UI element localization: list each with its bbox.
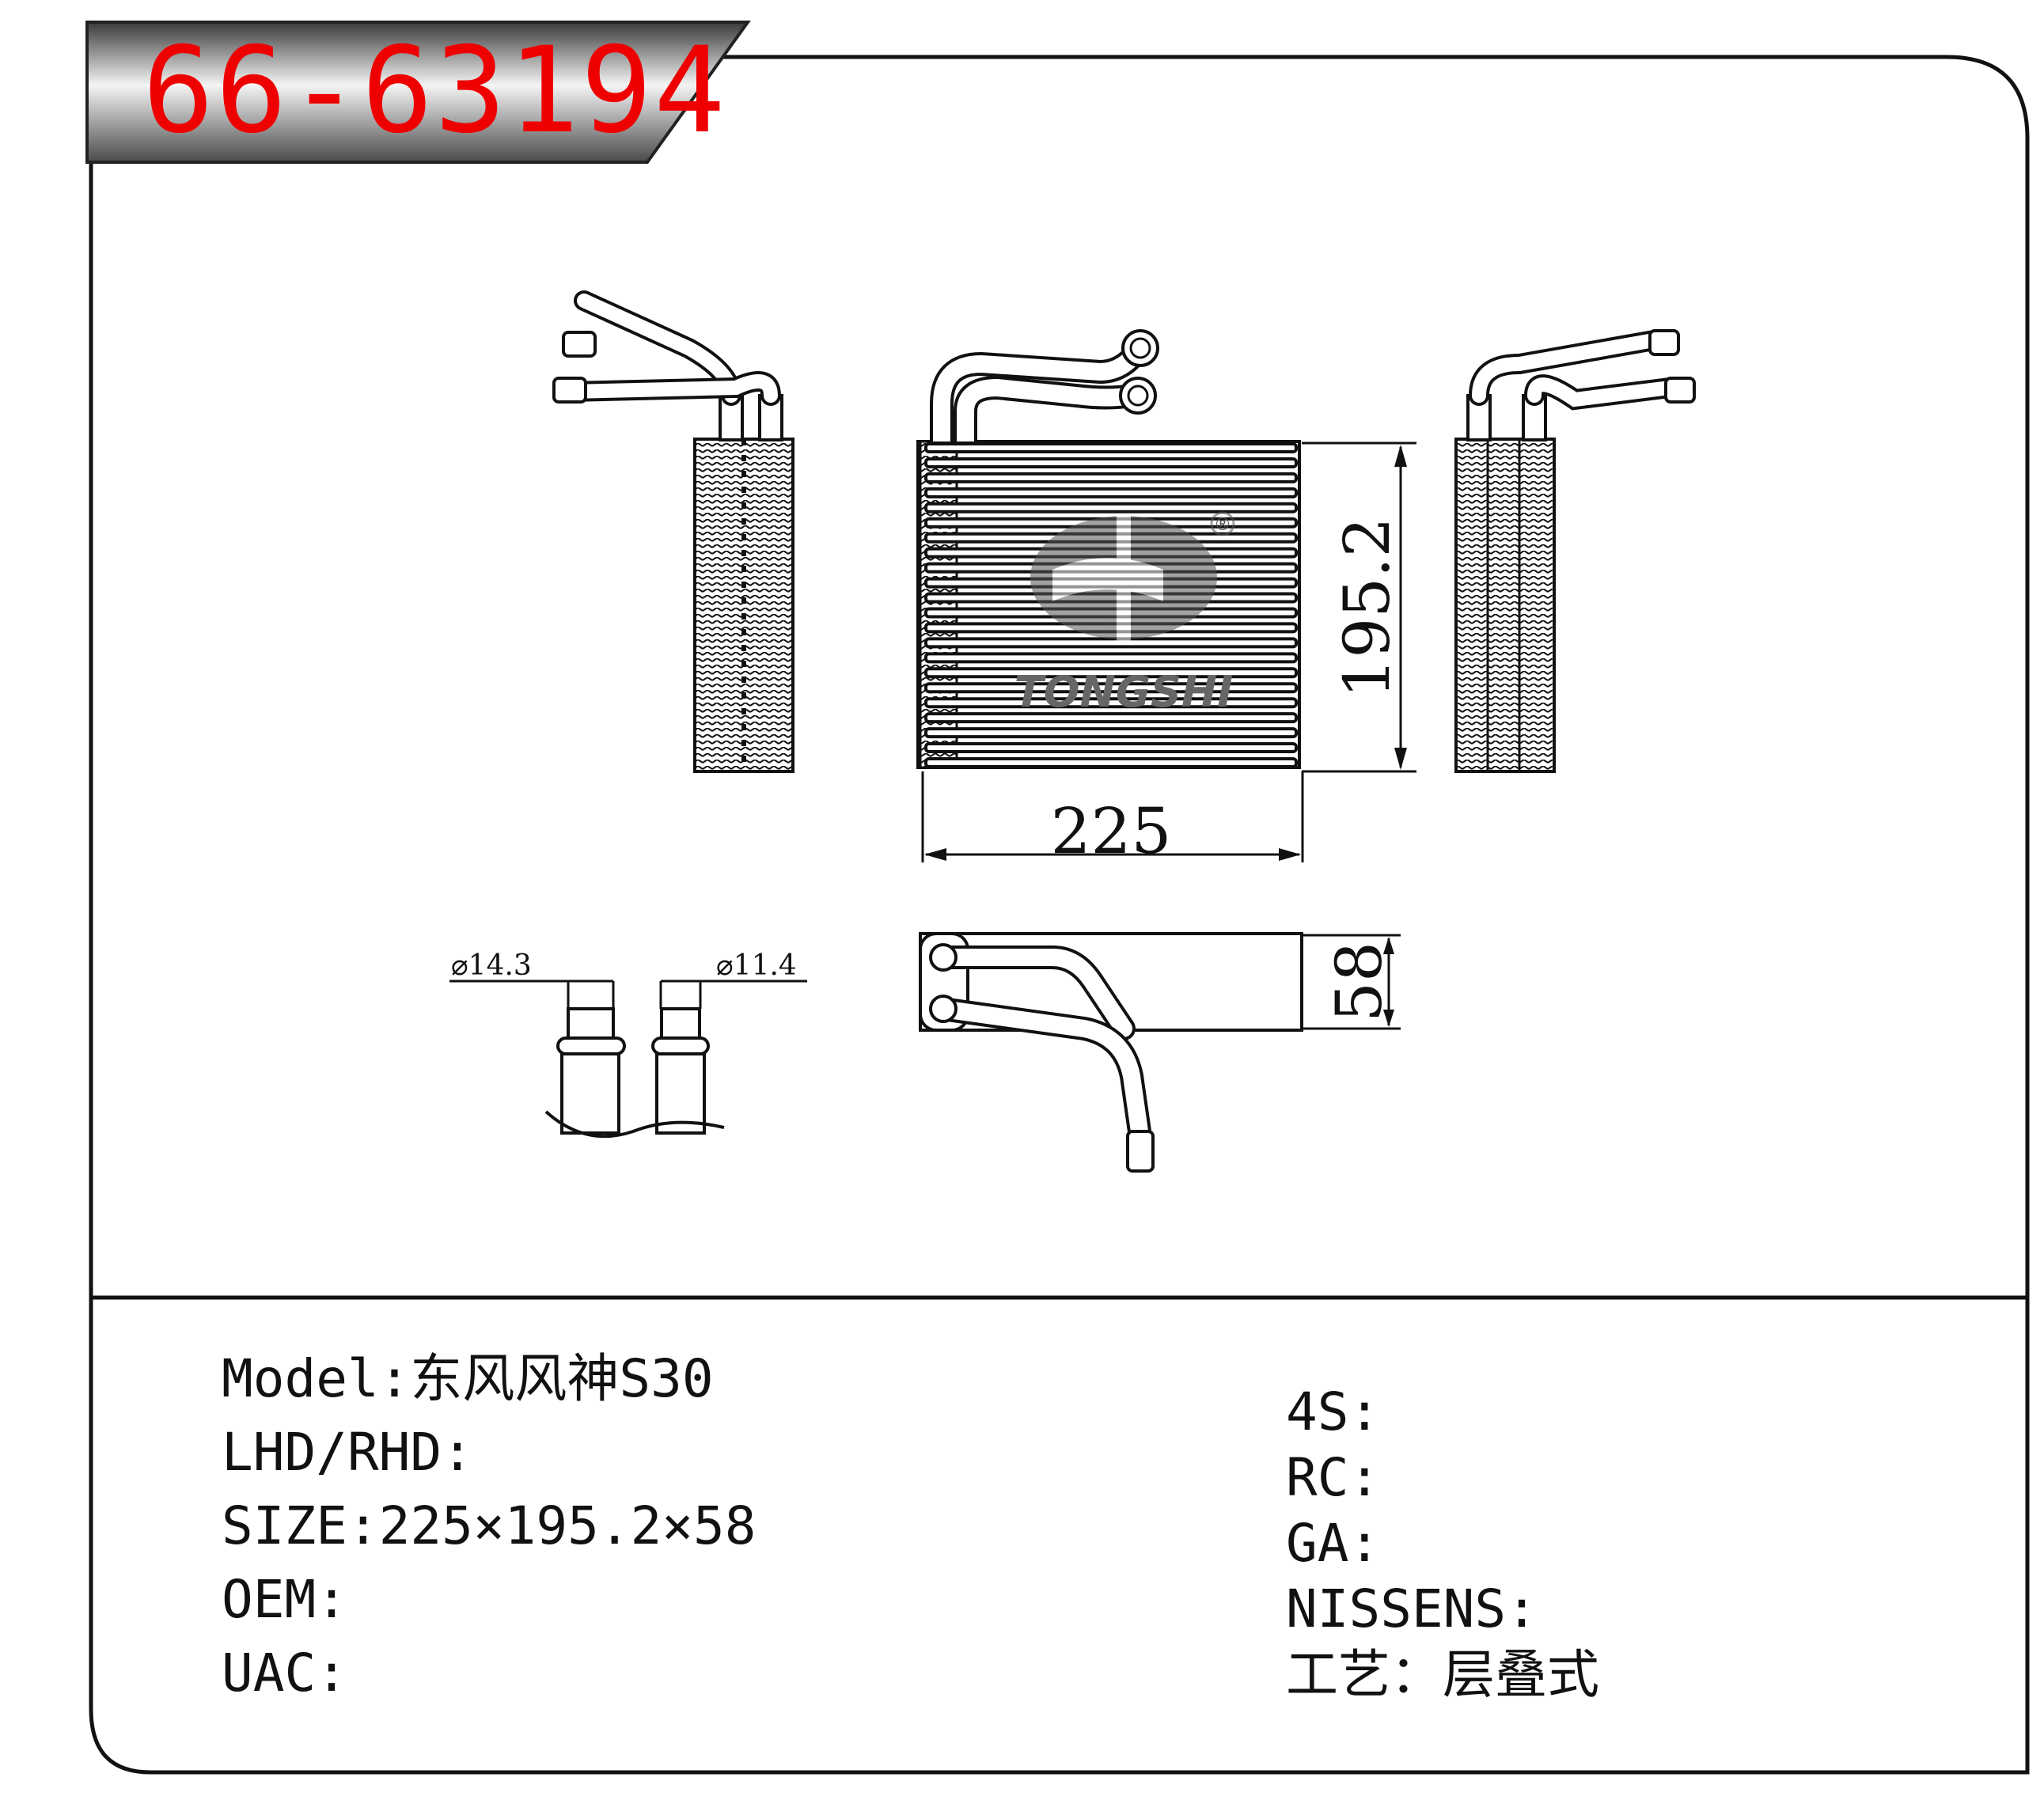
brand-logo [1030, 511, 1235, 641]
evaporator-plate [924, 757, 1298, 768]
part-number: 66-63194 [142, 22, 727, 160]
width-value: 225 [1051, 794, 1172, 868]
pipe-small-diameter: ⌀11.4 [716, 949, 797, 982]
evaporator-side-view-right [1454, 329, 1696, 773]
evaporator-plate [924, 652, 1298, 664]
spec-oem: OEM: [222, 1569, 347, 1630]
spec-nissens: NISSENS: [1286, 1578, 1538, 1639]
logo-mark: ® [1214, 515, 1231, 535]
spec-uac: UAC: [222, 1643, 347, 1703]
evaporator-plate [924, 457, 1298, 468]
evaporator-plate [924, 472, 1298, 483]
pipe-detail [449, 980, 807, 1139]
width-dimension [921, 771, 1304, 862]
spec-ga: GA: [1286, 1513, 1381, 1574]
evaporator-plate [924, 667, 1298, 679]
evaporator-plate [924, 742, 1298, 754]
outer-frame [89, 55, 2030, 1775]
spec-rc: RC: [1286, 1447, 1381, 1508]
depth-value: 58 [1322, 942, 1396, 1022]
title-banner [85, 21, 751, 164]
evaporator-plate [924, 442, 1298, 453]
spec-model: Model:东风风神S30 [222, 1348, 714, 1409]
evaporator-plate [924, 697, 1298, 709]
evaporator-plate [924, 712, 1298, 724]
spec-process: 工艺：层叠式 [1286, 1644, 1599, 1705]
evaporator-plate [924, 487, 1298, 498]
evaporator-plate [924, 502, 1298, 513]
evaporator-front-view [916, 329, 1301, 769]
evaporator-side-view-left [552, 290, 794, 773]
height-value: 195.2 [1330, 517, 1404, 698]
spec-size: SIZE:225×195.2×58 [222, 1495, 757, 1556]
pipe-large-diameter: ⌀14.3 [451, 949, 532, 982]
logo-text: TONGSHI [1014, 667, 1233, 717]
evaporator-plate [924, 682, 1298, 694]
evaporator-top-view [919, 932, 1401, 1173]
evaporator-plate [924, 637, 1298, 649]
evaporator-plate [924, 727, 1298, 739]
spec-4s: 4S: [1286, 1381, 1381, 1442]
spec-lhd-rhd: LHD/RHD: [222, 1422, 473, 1483]
height-dimension [1302, 441, 1416, 773]
